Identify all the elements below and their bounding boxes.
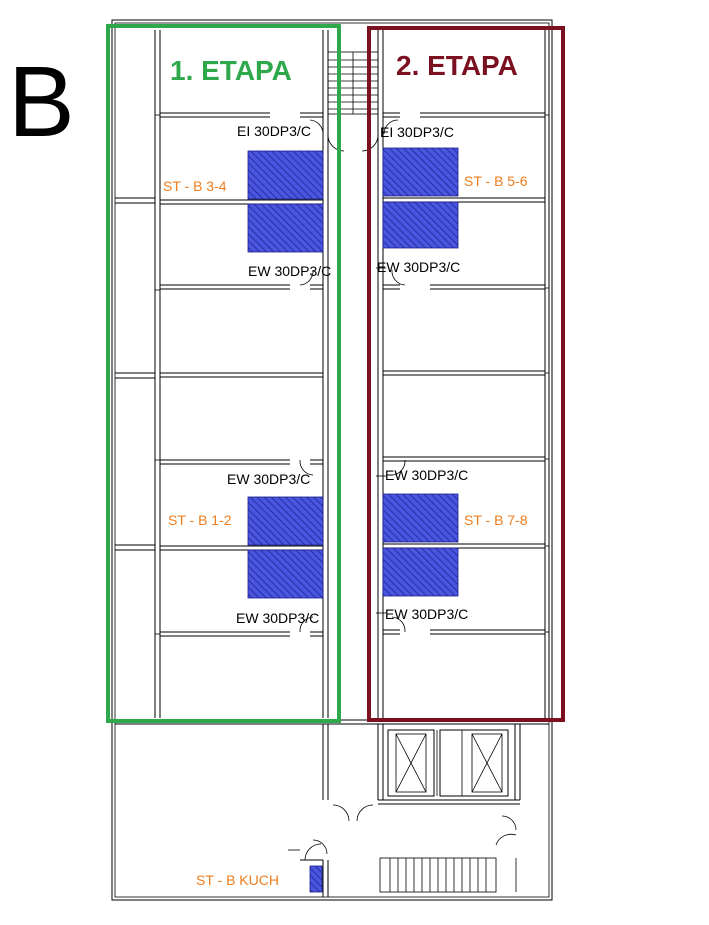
hatched-rooms xyxy=(247,147,459,893)
room-label: ST - B 1-2 xyxy=(168,512,232,528)
door-label: EW 30DP3/C xyxy=(377,259,460,275)
section-letter: B xyxy=(8,46,75,158)
door-label: EW 30DP3/C xyxy=(236,610,319,626)
door-swings xyxy=(288,119,517,861)
door-label: EI 30DP3/C xyxy=(237,123,311,139)
room-label: ST - B 3-4 xyxy=(163,178,227,194)
building-walls xyxy=(111,19,553,901)
stage-2-frame xyxy=(367,26,565,722)
room-label: ST - B 5-6 xyxy=(464,173,528,189)
stage-1-label: 1. ETAPA xyxy=(170,55,292,86)
stage-2-label: 2. ETAPA xyxy=(396,50,518,81)
room-label: ST - B 7-8 xyxy=(464,512,528,528)
door-label: EW 30DP3/C xyxy=(385,467,468,483)
stage-1-frame xyxy=(106,24,341,723)
door-label: EI 30DP3/C xyxy=(380,124,454,140)
door-label: EW 30DP3/C xyxy=(227,471,310,487)
door-label: EW 30DP3/C xyxy=(248,263,331,279)
staircase-bottom xyxy=(379,857,517,893)
door-label: EW 30DP3/C xyxy=(385,606,468,622)
room-label: ST - B KUCH xyxy=(196,872,279,888)
